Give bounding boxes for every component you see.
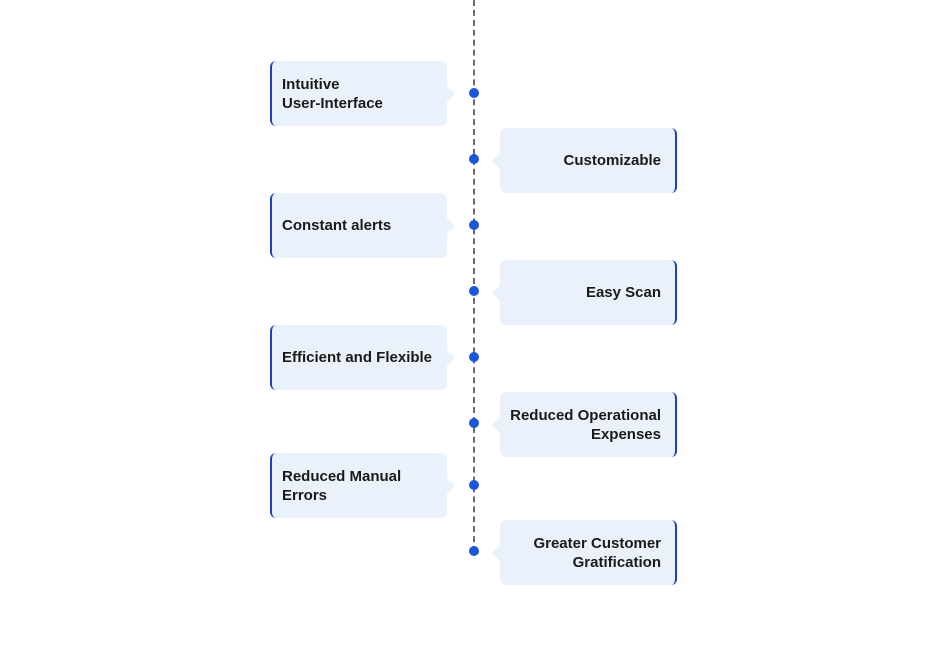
timeline-dot <box>469 88 479 98</box>
timeline-dot <box>469 418 479 428</box>
card-label: Efficient and Flexible <box>282 349 433 366</box>
card-label: Reduced Manual Errors <box>282 467 402 504</box>
timeline-card-customer-gratification: Greater Customer Gratification <box>492 520 677 585</box>
timeline-card-easy-scan: Easy Scan <box>492 260 677 325</box>
timeline-dot <box>469 154 479 164</box>
timeline-card-constant-alerts: Constant alerts <box>270 193 455 258</box>
timeline-dot <box>469 220 479 230</box>
timeline-card-customizable: Customizable <box>492 128 677 193</box>
timeline-card-reduced-errors: Reduced Manual Errors <box>270 453 455 518</box>
timeline-dashed-line <box>473 0 475 552</box>
card-label: Constant alerts <box>282 217 392 234</box>
timeline-dot <box>469 352 479 362</box>
card-label: Customizable <box>563 152 661 169</box>
timeline-dot <box>469 286 479 296</box>
timeline-card-reduced-expenses: Reduced Operational Expenses <box>492 392 677 457</box>
timeline-dot <box>469 546 479 556</box>
timeline-card-efficient-flexible: Efficient and Flexible <box>270 325 455 390</box>
timeline-dot <box>469 480 479 490</box>
card-label: Reduced Operational Expenses <box>510 406 661 443</box>
card-label: Greater Customer Gratification <box>533 534 661 571</box>
timeline-card-intuitive-ui: Intuitive User-Interface <box>270 61 455 126</box>
card-label: Easy Scan <box>585 284 661 301</box>
card-label: Intuitive User-Interface <box>282 75 383 112</box>
